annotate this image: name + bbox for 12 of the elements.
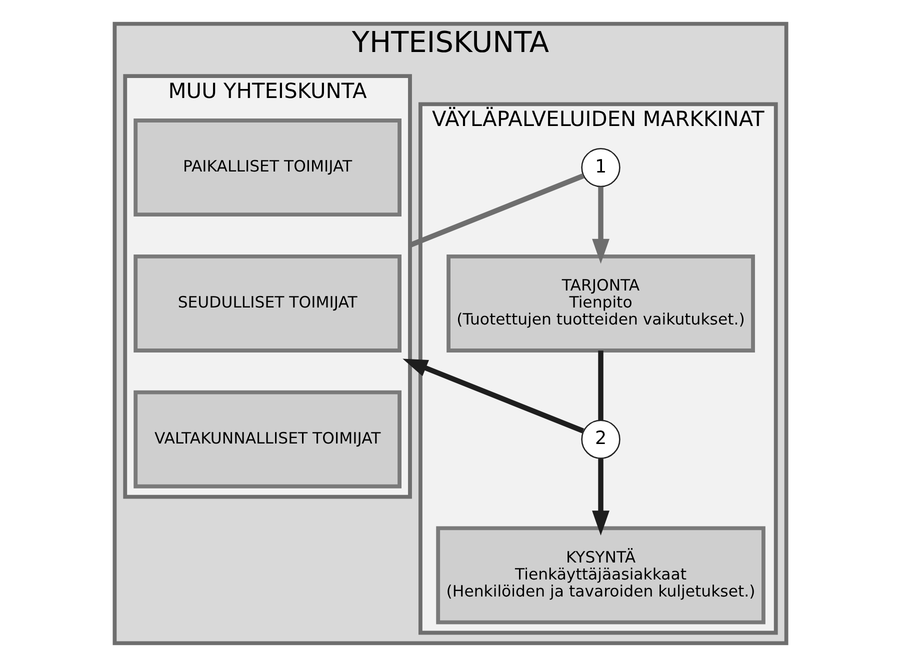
node-box: VALTAKUNNALLISET TOIMIJAT: [133, 390, 401, 488]
node-box: PAIKALLISET TOIMIJAT: [133, 118, 401, 217]
node-box: SEUDULLISET TOIMIJAT: [133, 254, 401, 352]
arrow: [402, 358, 584, 434]
node-box: KYSYNTÄ Tienkäyttäjäasiakkaat (Henkilöiden ja tavaroiden kuljetukset.): [436, 526, 765, 624]
node-circle: 1: [580, 148, 620, 188]
node-box: TARJONTA Tienpito (Tuotettujen tuotteiden vaikutukset.): [446, 254, 754, 352]
arrow: [592, 458, 609, 536]
node-circle: 2: [580, 420, 620, 459]
connector: [598, 350, 603, 420]
connector: [408, 173, 584, 248]
arrow: [592, 186, 609, 264]
